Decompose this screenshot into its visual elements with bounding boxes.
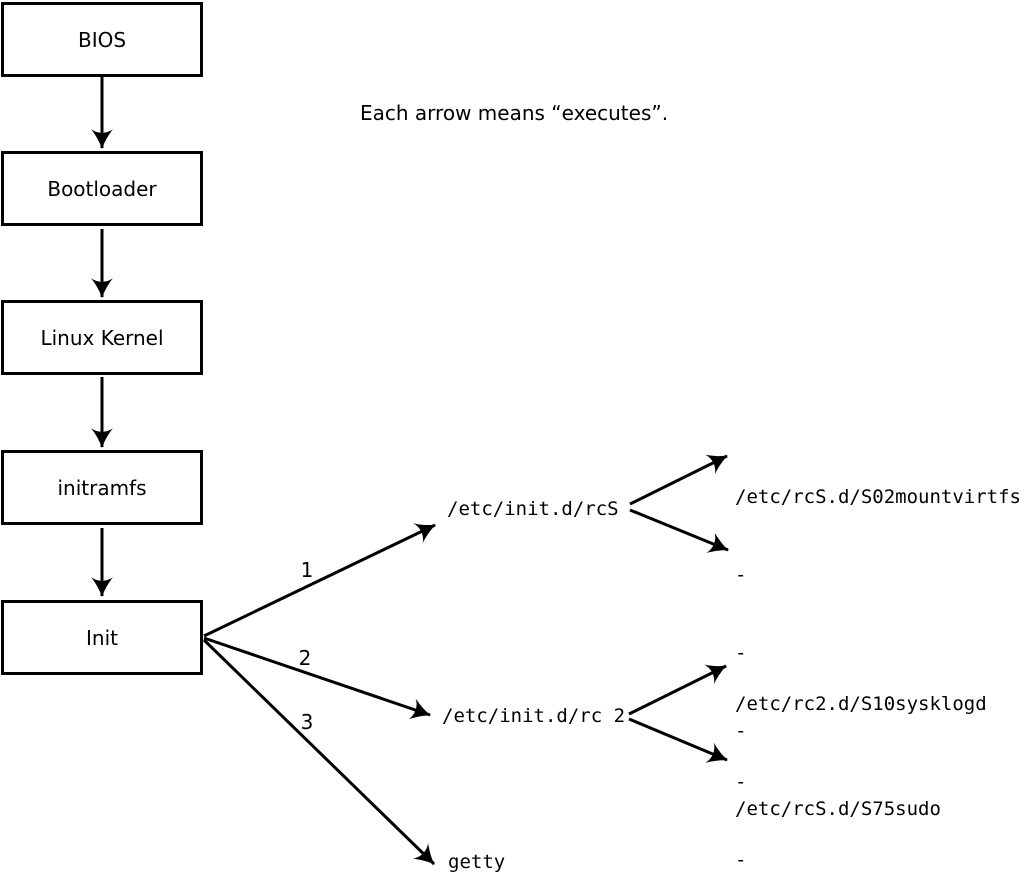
rcs-script-ellipsis-dash: - <box>735 564 747 586</box>
rcs-script-ellipsis-dash: - <box>735 642 747 664</box>
init-label: Init <box>86 625 118 650</box>
rcs-script-s75sudo: /etc/rcS.d/S75sudo <box>735 798 941 820</box>
init-box: Init <box>1 600 203 675</box>
arrow-rc2-to-s99gdm-icon <box>628 717 728 763</box>
rcs-dir-script-list: /etc/rcS.d/S02mountvirtfs - - - /etc/rcS… <box>735 432 1021 874</box>
branch-2-number: 2 <box>298 646 312 670</box>
branch-1-number: 1 <box>300 558 314 582</box>
arrow-rc2-to-s10sysklogd-icon <box>628 664 727 716</box>
bios-box: BIOS <box>1 2 203 77</box>
initramfs-label: initramfs <box>57 475 147 500</box>
arrow-init-to-rcs-icon <box>203 523 436 638</box>
rc2-script-path: /etc/init.d/rc 2 <box>442 705 626 727</box>
rc2-dir-script-list: /etc/rc2.d/S10sysklogd - - - /etc/rc2.d/… <box>735 639 987 875</box>
arrow-rcs-to-s75sudo-icon <box>629 508 729 554</box>
rc2-script-ellipsis-dash: - <box>735 849 747 871</box>
branch-3-number: 3 <box>300 710 314 734</box>
bootloader-box: Bootloader <box>1 151 203 226</box>
rc2-script-s10sysklogd: /etc/rc2.d/S10sysklogd <box>735 693 987 715</box>
rc2-script-ellipsis-dash: - <box>735 771 747 793</box>
arrow-rcs-to-s02mountvirtfs-icon <box>629 454 728 506</box>
arrow-init-to-rc2-icon <box>203 636 431 720</box>
rcs-script-path: /etc/init.d/rcS <box>447 498 619 520</box>
initramfs-box: initramfs <box>1 450 203 525</box>
bios-label: BIOS <box>77 27 127 52</box>
getty-label: getty <box>448 851 506 873</box>
arrow-init-to-getty-icon <box>202 638 436 866</box>
linux-kernel-label: Linux Kernel <box>40 325 164 350</box>
linux-kernel-box: Linux Kernel <box>1 300 203 375</box>
rcs-script-ellipsis-dash: - <box>735 720 747 742</box>
bootloader-label: Bootloader <box>47 176 157 201</box>
rcs-script-s02mountvirtfs: /etc/rcS.d/S02mountvirtfs <box>735 486 1021 508</box>
arrow-meaning-note: Each arrow means “executes”. <box>360 101 669 125</box>
